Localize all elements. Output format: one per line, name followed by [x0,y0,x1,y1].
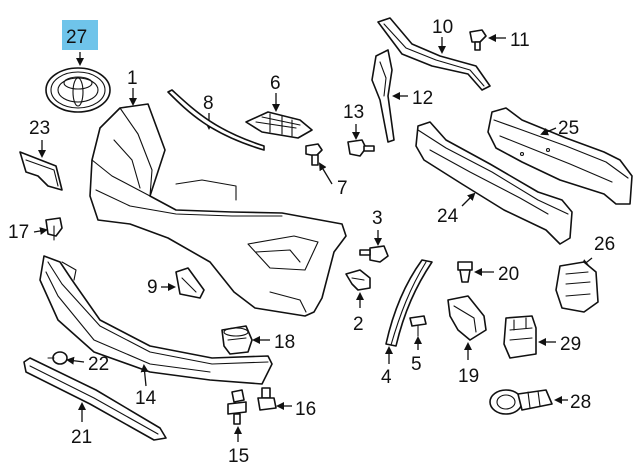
callout-15[interactable]: 15 [228,446,249,467]
callout-8[interactable]: 8 [203,93,214,114]
callout-29[interactable]: 29 [560,334,581,355]
strip-21[interactable] [23,357,167,441]
callout-3[interactable]: 3 [372,208,383,229]
bracket-6[interactable] [245,111,313,139]
callout-23[interactable]: 23 [29,118,50,139]
callout-12[interactable]: 12 [412,88,433,109]
callout-27-highlight [62,20,98,50]
bumper-cover-1[interactable] [89,103,347,317]
screw-11[interactable] [469,29,487,51]
callout-9[interactable]: 9 [147,277,158,298]
callout-5[interactable]: 5 [411,354,422,375]
callout-20[interactable]: 20 [498,264,519,285]
callout-21[interactable]: 21 [71,427,92,448]
bolt-16[interactable] [257,387,277,411]
lower-spoiler-14[interactable] [39,255,273,385]
bolt-15[interactable] [227,389,247,425]
screw-13[interactable] [347,139,375,157]
callout-10[interactable]: 10 [432,17,453,38]
screw-3[interactable] [359,245,389,263]
callout-26[interactable]: 26 [594,234,615,255]
bracket-12[interactable] [371,49,395,143]
callout-2[interactable]: 2 [353,314,364,335]
callout-11[interactable]: 11 [510,30,530,51]
bracket-19[interactable] [447,295,487,341]
bracket-26[interactable] [555,261,599,313]
callout-13[interactable]: 13 [343,102,364,123]
emblem-27[interactable] [45,67,111,113]
bracket-23[interactable] [19,151,63,191]
callout-4[interactable]: 4 [381,367,392,388]
callout-24[interactable]: 24 [437,206,459,227]
clip-2[interactable] [345,269,371,291]
seal-4[interactable] [385,259,433,347]
callout-14[interactable]: 14 [135,388,157,409]
callout-16[interactable]: 16 [295,399,316,420]
clip-20[interactable] [457,261,473,283]
callout-22[interactable]: 22 [88,354,109,375]
parking-sensor-28[interactable] [489,389,553,415]
reinforcement-25[interactable] [487,107,633,205]
clip-22[interactable] [47,351,68,365]
support-bracket-10[interactable] [377,17,491,91]
callout-1[interactable]: 1 [127,68,138,89]
screw-7[interactable] [305,143,323,166]
callout-19[interactable]: 19 [458,366,479,387]
retainer-18[interactable] [221,325,253,355]
callout-25[interactable]: 25 [558,118,579,139]
callout-17[interactable]: 17 [8,222,29,243]
retainer-29[interactable] [503,315,537,359]
callout-28[interactable]: 28 [570,392,591,413]
callout-18[interactable]: 18 [274,332,295,353]
callout-7[interactable]: 7 [337,178,348,199]
molding-8[interactable] [167,89,265,151]
callout-6[interactable]: 6 [270,73,281,94]
clip-17[interactable] [45,217,63,241]
callout-27[interactable]: 27 [66,27,87,48]
absorber-24[interactable] [415,121,573,245]
clip-5[interactable] [409,315,427,337]
bracket-9[interactable] [175,267,205,299]
